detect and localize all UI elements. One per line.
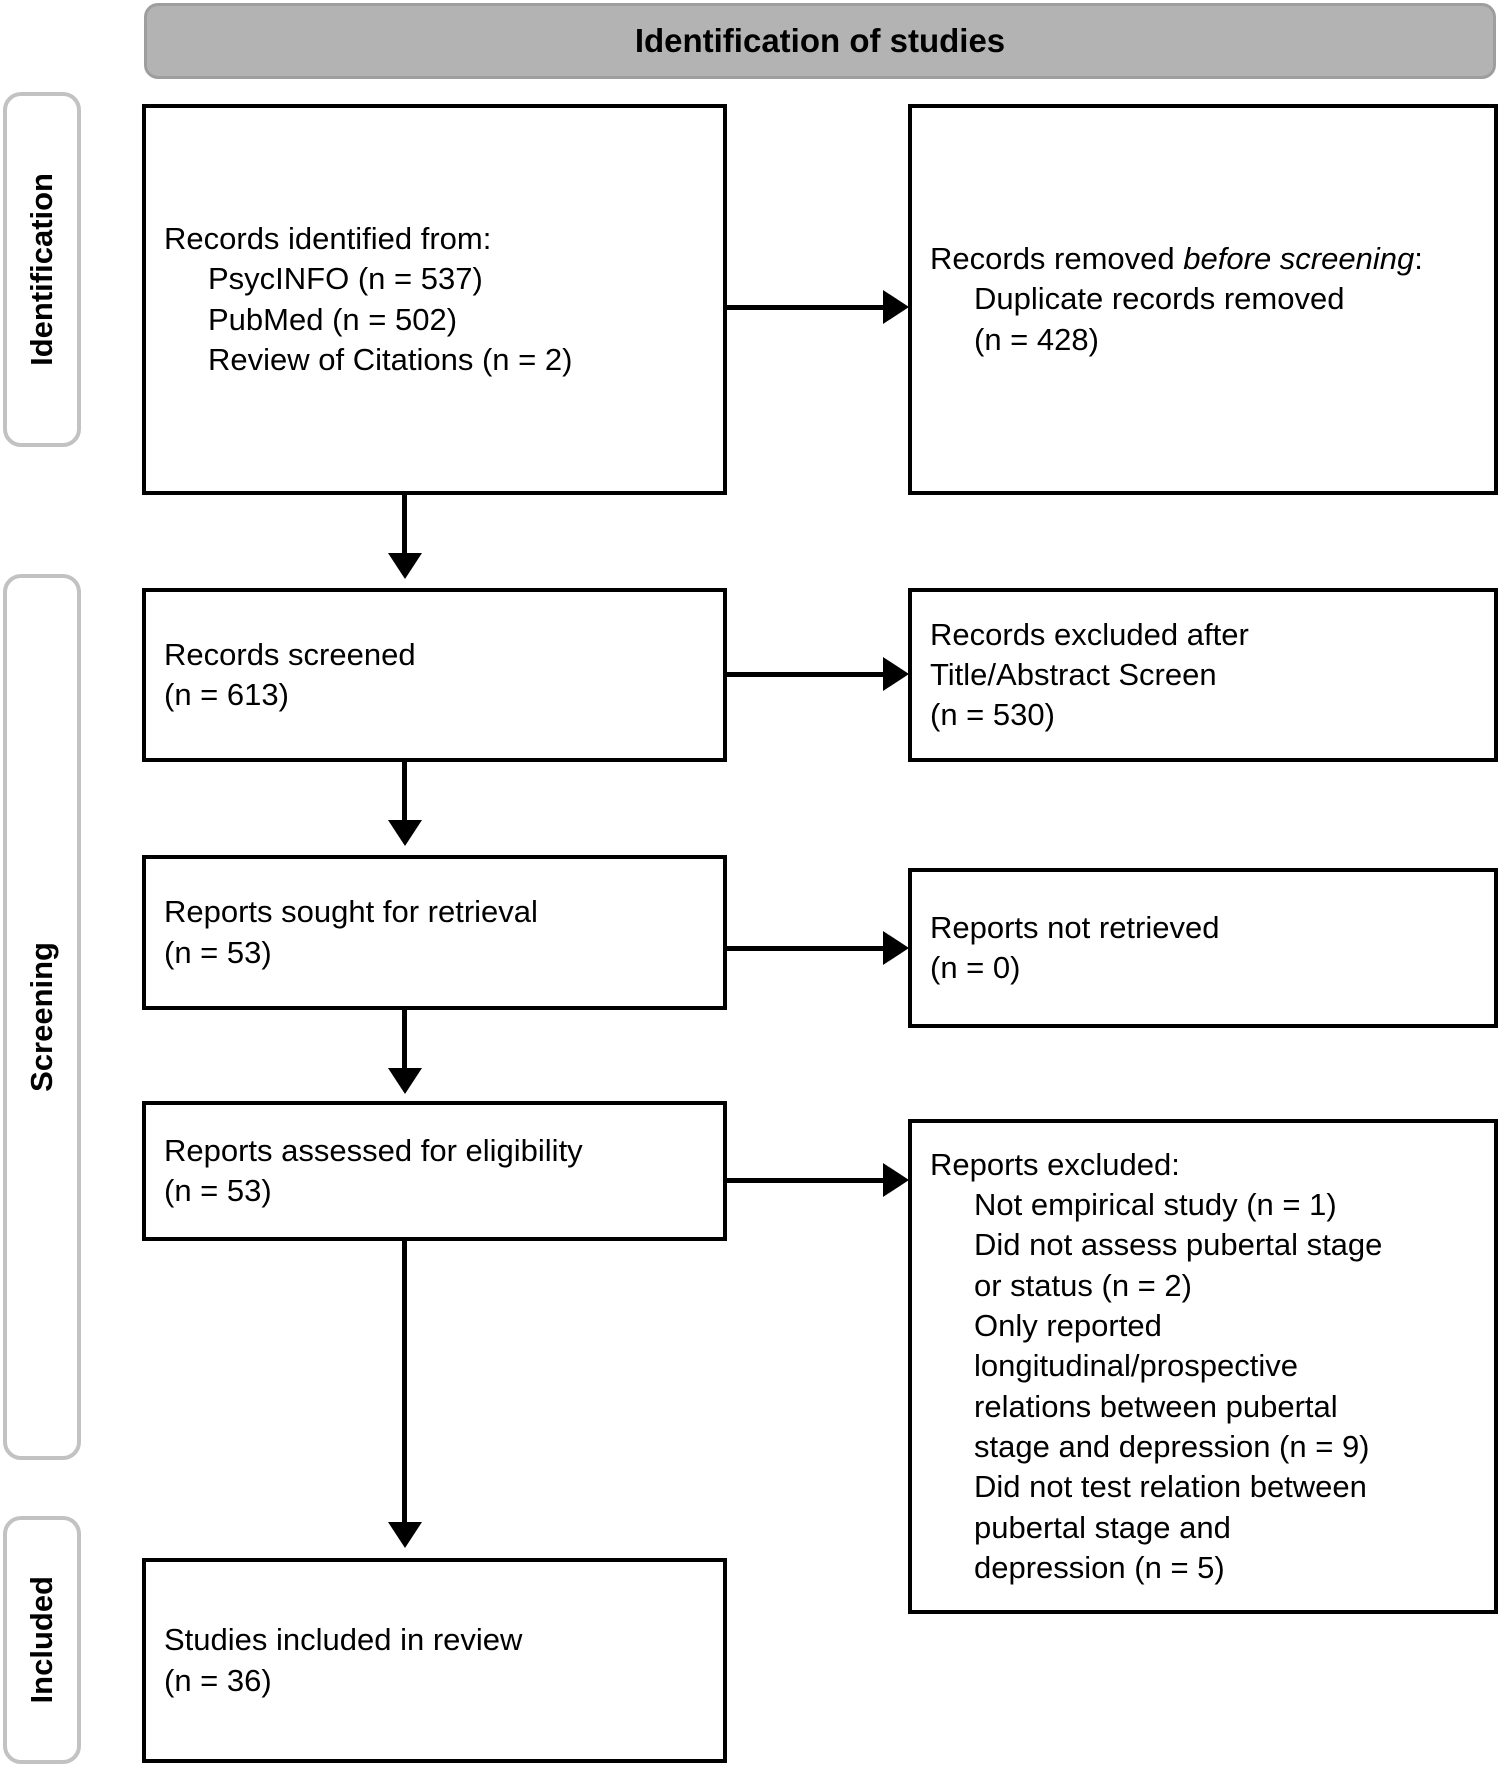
arrow-assessed-to-excluded-head	[883, 1163, 909, 1197]
arrow-screened-to-excluded-line	[727, 672, 887, 677]
arrow-sought-to-not-retrieved-line	[727, 946, 887, 951]
box-records-removed-line-1: Duplicate records removed	[974, 281, 1345, 317]
box-records-identified-text: Records identified from: PsycINFO (n = 53…	[146, 219, 723, 380]
box-reports-not-retrieved-line-2: (n = 0)	[930, 950, 1021, 985]
box-records-removed-lead-plain: Records removed	[930, 241, 1184, 277]
box-records-removed-line-2: (n = 428)	[974, 321, 1099, 357]
box-reports-excluded-text: Reports excluded: Not empirical study (n …	[912, 1145, 1494, 1588]
box-studies-included-text: Studies included in review (n = 36)	[146, 1620, 723, 1701]
arrow-identified-to-removed-head	[883, 290, 909, 324]
box-records-removed-lead-tail: :	[1414, 241, 1423, 277]
box-studies-included-line-2: (n = 36)	[164, 1662, 272, 1698]
box-records-screened: Records screened (n = 613)	[142, 588, 727, 762]
box-records-excluded-line-2: Title/Abstract Screen	[930, 656, 1217, 692]
box-reports-excluded-line-7: stage and depression (n = 9)	[974, 1428, 1370, 1464]
box-records-identified-line-1: PsycINFO (n = 537)	[208, 261, 483, 297]
box-reports-excluded-line-2: Did not assess pubertal stage	[974, 1227, 1383, 1263]
box-records-identified-lead: Records identified from:	[164, 220, 492, 256]
box-reports-excluded-line-8: Did not test relation between	[974, 1469, 1367, 1505]
box-reports-not-retrieved: Reports not retrieved (n = 0)	[908, 868, 1498, 1028]
box-records-removed-lead: Records removed before screening:	[930, 239, 1476, 279]
stage-label-screening-text: Screening	[24, 942, 59, 1092]
arrow-assessed-to-excluded-line	[727, 1178, 887, 1183]
arrow-sought-to-assessed-line	[402, 1010, 407, 1072]
box-reports-excluded-line-5: longitudinal/prospective	[974, 1348, 1298, 1384]
box-records-removed-lead-italic: before screening	[1183, 241, 1415, 277]
box-records-removed-text: Records removed before screening:Duplica…	[912, 239, 1494, 360]
box-reports-assessed-for-eligibility: Reports assessed for eligibility (n = 53)	[142, 1101, 727, 1241]
stage-label-identification: Identification	[3, 92, 81, 447]
box-reports-assessed-text: Reports assessed for eligibility (n = 53)	[146, 1131, 723, 1212]
box-reports-excluded-lead: Reports excluded:	[930, 1146, 1180, 1182]
box-studies-included-in-review: Studies included in review (n = 36)	[142, 1558, 727, 1763]
stage-label-included: Included	[3, 1516, 81, 1764]
box-reports-not-retrieved-line-1: Reports not retrieved	[930, 909, 1220, 945]
box-reports-sought-for-retrieval: Reports sought for retrieval (n = 53)	[142, 855, 727, 1010]
box-reports-excluded-line-1: Not empirical study (n = 1)	[974, 1187, 1337, 1223]
stage-label-identification-text: Identification	[24, 173, 59, 366]
arrow-identified-to-screened-line	[402, 495, 407, 557]
stage-label-included-text: Included	[24, 1576, 59, 1704]
box-records-screened-text: Records screened (n = 613)	[146, 635, 723, 716]
box-records-identified: Records identified from: PsycINFO (n = 53…	[142, 104, 727, 495]
arrow-screened-to-sought-head	[388, 820, 422, 846]
box-reports-excluded-line-4: Only reported	[974, 1308, 1162, 1344]
box-records-removed-before-screening: Records removed before screening:Duplica…	[908, 104, 1498, 495]
arrow-sought-to-not-retrieved-head	[883, 931, 909, 965]
box-reports-excluded-line-10: depression (n = 5)	[974, 1549, 1225, 1585]
box-reports-excluded-line-6: relations between pubertal	[974, 1388, 1338, 1424]
box-records-excluded-line-1: Records excluded after	[930, 616, 1249, 652]
box-reports-sought-line-2: (n = 53)	[164, 934, 272, 970]
box-records-identified-line-3: Review of Citations (n = 2)	[208, 341, 573, 377]
box-reports-sought-text: Reports sought for retrieval (n = 53)	[146, 892, 723, 973]
arrow-identified-to-screened-head	[388, 553, 422, 579]
box-records-identified-line-2: PubMed (n = 502)	[208, 301, 458, 337]
box-reports-assessed-line-2: (n = 53)	[164, 1173, 272, 1208]
box-records-excluded-line-3: (n = 530)	[930, 697, 1055, 733]
box-records-screened-line-2: (n = 613)	[164, 677, 289, 712]
box-studies-included-line-1: Studies included in review	[164, 1622, 523, 1658]
arrow-screened-to-excluded-head	[883, 657, 909, 691]
box-reports-excluded-line-9: pubertal stage and	[974, 1509, 1231, 1545]
arrow-sought-to-assessed-head	[388, 1068, 422, 1094]
phase-header-identification-of-studies: Identification of studies	[144, 3, 1496, 79]
arrow-identified-to-removed-line	[727, 305, 887, 310]
arrow-assessed-to-included-head	[388, 1522, 422, 1548]
arrow-assessed-to-included-line	[402, 1241, 407, 1526]
arrow-screened-to-sought-line	[402, 762, 407, 824]
box-reports-excluded-line-3: or status (n = 2)	[974, 1267, 1192, 1303]
box-reports-assessed-line-1: Reports assessed for eligibility	[164, 1132, 583, 1168]
phase-header-label: Identification of studies	[634, 22, 1006, 59]
box-reports-not-retrieved-text: Reports not retrieved (n = 0)	[912, 908, 1494, 989]
stage-label-screening: Screening	[3, 574, 81, 1460]
box-reports-excluded: Reports excluded: Not empirical study (n …	[908, 1119, 1498, 1614]
box-reports-sought-line-1: Reports sought for retrieval	[164, 894, 538, 930]
box-records-screened-line-1: Records screened	[164, 636, 416, 672]
